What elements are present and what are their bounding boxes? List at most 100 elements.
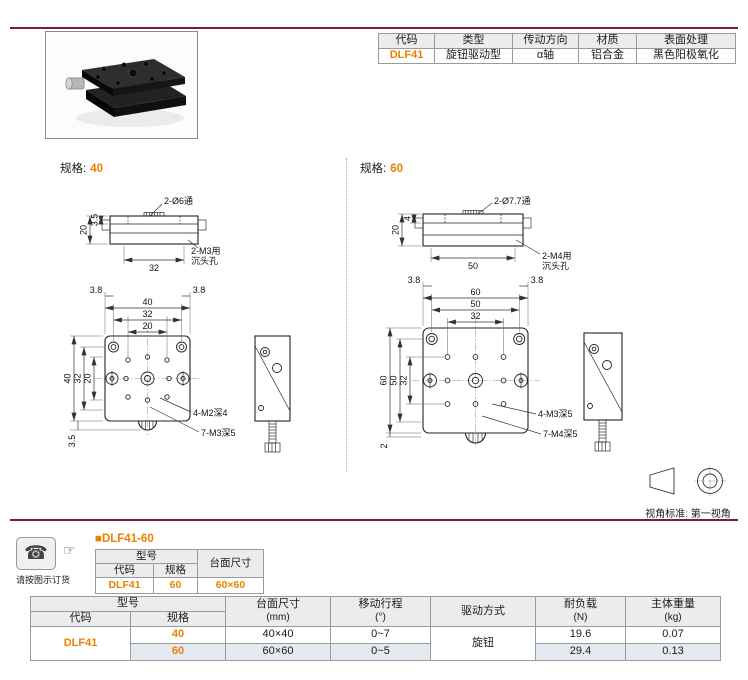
view-standard-label: 视角标准: 第一视角	[645, 509, 731, 520]
dim-40-plan-inner-top: 20	[142, 321, 152, 331]
label-40-csk-1: 2-M3用	[191, 246, 221, 256]
label-60-tap-holes: 4-M3深5	[538, 409, 573, 419]
row40-load: 19.6	[535, 626, 626, 644]
drawing-divider	[346, 158, 347, 472]
main-model-header: 型号	[30, 596, 226, 612]
attr-header-type: 类型	[434, 33, 513, 49]
label-40-tap-holes: 4-M2深4	[193, 408, 228, 418]
order-size-header: 台面尺寸	[197, 548, 264, 579]
attr-header-finish: 表面处理	[636, 33, 736, 49]
main-spec-table: 型号 台面尺寸 (mm) 移动行程 (°) 驱动方式 耐负载 (N) 主体重量 …	[30, 596, 721, 661]
main-code-value: DLF41	[30, 626, 131, 661]
row60-travel: 0~5	[330, 643, 431, 661]
label-40-through-holes: 2-Ø6通	[164, 196, 193, 206]
main-weight-unit: (kg)	[664, 612, 682, 624]
order-spec-value: 60	[153, 577, 198, 595]
order-example-title: ■DLF41-60	[95, 533, 154, 545]
dim-60-plan-bottom: 2	[379, 443, 389, 448]
spec-label-40: 规格:40	[60, 160, 103, 176]
row60-load: 29.4	[535, 643, 626, 661]
dim-40-side-plate: 3.5	[90, 214, 100, 227]
side-view-60	[414, 210, 532, 247]
phone-icon: ☎	[16, 537, 56, 570]
dim-40-side-height: 20	[79, 225, 89, 235]
main-size-header: 台面尺寸 (mm)	[225, 596, 331, 627]
main-travel-unit: (°)	[375, 612, 386, 624]
label-40-csk-2: 沉头孔	[191, 256, 218, 266]
dim-60-plan-inner-top: 32	[470, 311, 480, 321]
side-view-40-dimensions: 20 3.5 32 2-Ø6通 2-M3用 沉头孔	[79, 196, 221, 273]
main-weight-header-text: 主体重量	[651, 598, 695, 611]
main-load-header-text: 耐负载	[564, 598, 597, 611]
technical-drawing-spec60: 20 4 50 2-Ø7.7通 2-M4用 沉头孔	[379, 196, 623, 452]
product-photo-image	[46, 32, 197, 138]
row60-spec: 60	[130, 643, 226, 661]
plan-view-60-dimensions: 3.8 3.8 60 50 32 60 50 32 2 4-M3深5	[379, 275, 578, 449]
side-view-60-dimensions: 20 4 50 2-Ø7.7通 2-M4用 沉头孔	[391, 196, 572, 271]
attr-header-direction: 传动方向	[512, 33, 579, 49]
spec-label-60-text: 规格:	[360, 163, 387, 175]
main-spec-header: 规格	[130, 611, 226, 627]
dim-40-side-width: 32	[149, 263, 159, 273]
dim-40-plan-bottom: 3.5	[67, 435, 77, 448]
dim-40-plan-mid-top: 32	[142, 309, 152, 319]
bottom-rule	[10, 519, 738, 521]
dim-40-plan-edge-right: 3.8	[193, 285, 206, 295]
dim-40-plan-inner-left: 20	[83, 373, 93, 383]
main-size-header-text: 台面尺寸	[256, 598, 300, 611]
top-rule	[10, 27, 738, 29]
label-40-center-holes: 7-M3深5	[201, 428, 236, 438]
main-travel-header-text: 移动行程	[358, 598, 403, 611]
side-view-40	[101, 212, 207, 245]
attr-value-code: DLF41	[378, 48, 435, 64]
first-angle-projection-icon	[649, 466, 726, 496]
pointer-hand-icon: ☞	[63, 542, 76, 558]
row40-weight: 0.07	[625, 626, 721, 644]
plan-view-40	[94, 325, 201, 435]
order-note: 请按图示订货	[15, 575, 70, 585]
attr-value-direction: α轴	[512, 48, 579, 64]
row40-travel: 0~7	[330, 626, 431, 644]
right-side-view-40	[254, 335, 291, 453]
dim-60-plan-mid-left: 50	[389, 375, 399, 385]
dim-60-side-width: 50	[468, 261, 478, 271]
order-model-header: 型号	[95, 548, 198, 565]
attr-header-material: 材质	[578, 33, 637, 49]
dim-60-plan-inner-left: 32	[399, 375, 409, 385]
main-weight-header: 主体重量 (kg)	[625, 596, 721, 627]
dim-40-plan-mid-left: 32	[73, 373, 83, 383]
table-row-spec40: DLF41 40 40×40 0~7 旋钮 19.6 0.07	[30, 626, 721, 661]
order-code-header: 代码	[95, 563, 154, 579]
label-60-csk-2: 沉头孔	[542, 261, 569, 271]
spec-label-60: 规格:60	[360, 160, 403, 176]
label-60-through-holes: 2-Ø7.7通	[494, 196, 531, 206]
label-60-center-holes: 7-M4深5	[543, 429, 578, 439]
spec-label-40-text: 规格:	[60, 163, 87, 175]
row60-weight: 0.13	[625, 643, 721, 661]
dim-40-plan-edge-left: 3.8	[90, 285, 103, 295]
main-code-header: 代码	[30, 611, 131, 627]
dim-60-side-height: 20	[391, 225, 401, 235]
dim-60-side-plate: 4	[403, 216, 413, 221]
technical-drawing-spec40: 20 3.5 32 2-Ø6通 2-M3用 沉头孔	[63, 196, 291, 453]
product-photo	[45, 31, 198, 139]
row60-size: 60×60	[225, 643, 331, 661]
dim-40-plan-overall-top: 40	[142, 297, 152, 307]
order-size-value: 60×60	[197, 577, 264, 595]
plan-view-40-dimensions: 3.8 3.8 40 32 20 40 32 20 3.5 4-M2	[63, 285, 236, 447]
main-load-header: 耐负载 (N)	[535, 596, 626, 627]
table-row-spec60: 60 60×60 0~5 29.4 0.13	[31, 643, 721, 661]
order-example-table: 型号 台面尺寸 代码 规格 DLF41 60 60×60	[95, 548, 264, 595]
attr-value-material: 铝合金	[578, 48, 637, 64]
dim-60-plan-edge-left: 3.8	[408, 275, 421, 285]
attr-value-finish: 黑色阳极氧化	[636, 48, 736, 64]
right-side-view-60	[583, 332, 623, 452]
row40-spec: 40	[130, 626, 226, 644]
row40-size: 40×40	[225, 626, 331, 644]
main-load-unit: (N)	[573, 612, 588, 624]
plan-view-60	[412, 316, 540, 448]
attr-header-code: 代码	[378, 33, 435, 49]
main-drive-value: 旋钮	[430, 626, 536, 661]
phone-glyph-icon: ☎	[24, 543, 48, 564]
